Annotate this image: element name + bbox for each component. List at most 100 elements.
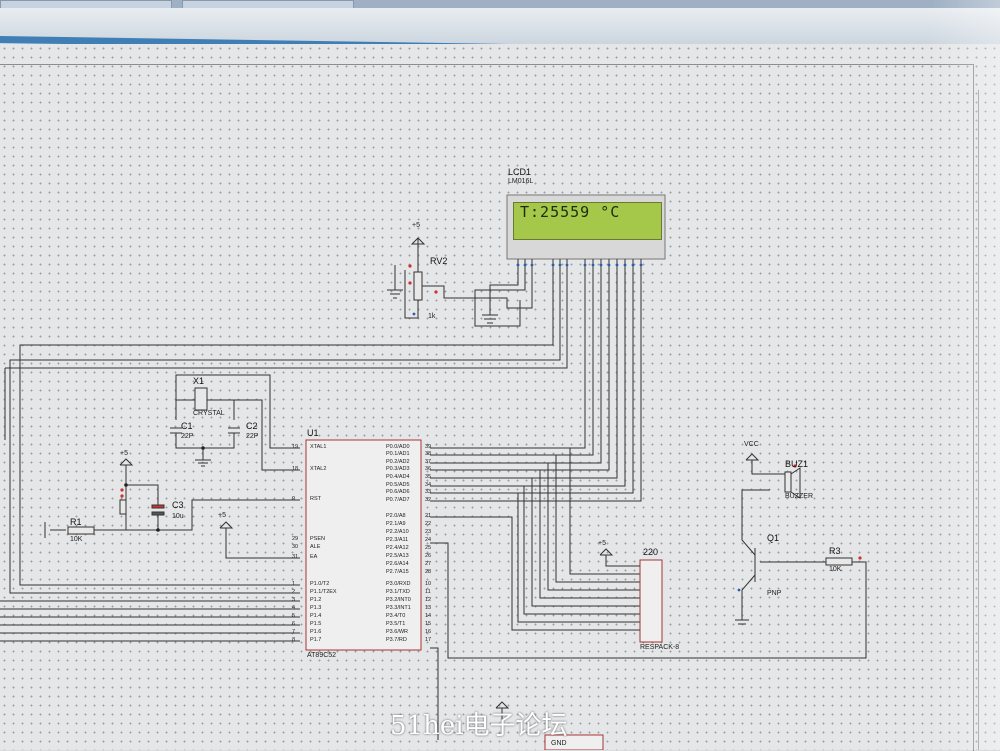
mcu-pin-name: P0.5/AD5 — [386, 482, 410, 488]
mcu-pin-number: 3 — [292, 597, 296, 603]
mcu-pin-name: P1.2 — [310, 597, 322, 603]
r3-value: 10K — [829, 566, 842, 573]
mcu-pin-name: P3.6/WR — [386, 629, 409, 635]
mcu-pin-name: P1.6 — [310, 629, 322, 635]
mcu-pin-number: 16 — [425, 629, 432, 635]
mcu-pin-name: P0.0/AD0 — [386, 444, 410, 450]
r1-value: 10K — [70, 536, 83, 543]
mcu-pin-name: P0.3/AD3 — [386, 466, 410, 472]
mcu-pin-name: P1.3 — [310, 605, 322, 611]
respack-part: RESPACK-8 — [640, 644, 680, 651]
mcu-pin-number: 38 — [425, 451, 432, 457]
mcu-pin-name: P2.7/A15 — [386, 569, 409, 575]
buzzer-ref: BUZ1 — [785, 459, 809, 469]
mcu-pin-number: 1 — [292, 581, 296, 587]
mcu-pin-number: 31 — [292, 554, 299, 560]
c1-value: 22P — [181, 433, 194, 440]
lcd-display-text: T:25559 °C — [520, 203, 621, 221]
mcu-pin-number: 27 — [425, 561, 432, 567]
mcu-pin-number: 29 — [292, 536, 299, 542]
mcu-pin-number: 21 — [425, 513, 432, 519]
mcu-pin-number: 30 — [292, 544, 299, 550]
q1-type: PNP — [767, 590, 782, 597]
mcu-pin-number: 39 — [425, 444, 432, 450]
mcu-pin-number: 28 — [425, 569, 432, 575]
mcu-pin-name: P1.4 — [310, 613, 322, 619]
mcu-pin-name: P2.5/A13 — [386, 553, 409, 559]
sheet-right-edge — [978, 90, 979, 750]
mcu-pin-name: P1.7 — [310, 637, 322, 643]
crystal-ref: X1 — [193, 376, 205, 386]
mcu-pin-number: 22 — [425, 521, 432, 527]
sensor-gnd-pin: GND — [551, 740, 567, 747]
mcu-pin-name: P3.2/INT0 — [386, 597, 411, 603]
mcu-ref: U1 — [307, 428, 319, 438]
mcu-pin-number: 24 — [425, 537, 432, 543]
mcu-pin-name: P0.7/AD7 — [386, 497, 410, 503]
mcu-pin-number: 7 — [292, 629, 296, 635]
mcu-body — [305, 439, 422, 651]
mcu-pin-name: P0.6/AD6 — [386, 489, 410, 495]
mcu-pin-number: 19 — [292, 444, 299, 450]
mcu-pin-number: 32 — [425, 497, 432, 503]
mcu-pin-number: 34 — [425, 482, 432, 488]
lcd-model: LM016L — [508, 178, 534, 185]
sheet-border — [0, 64, 974, 751]
mcu-pin-number: 26 — [425, 553, 432, 559]
mcu-pin-number: 35 — [425, 474, 432, 480]
schematic-canvas[interactable] — [0, 44, 1000, 750]
mcu-pin-number: 12 — [425, 597, 432, 603]
mcu-pin-name: P2.2/A10 — [386, 529, 409, 535]
mcu-pin-name: P2.1/A9 — [386, 521, 406, 527]
mcu-pin-name: RST — [310, 496, 321, 502]
c3-ref: C3 — [172, 500, 184, 510]
mcu-pin-number: 36 — [425, 466, 432, 472]
mcu-pin-number: 18 — [292, 466, 299, 472]
c3-value: 10u — [172, 513, 184, 520]
mcu-pin-number: 10 — [425, 581, 432, 587]
watermark: 51hei电子论坛 — [390, 711, 568, 741]
lcd-screen — [513, 202, 662, 240]
c2-ref: C2 — [246, 421, 258, 431]
buzzer-part: BUZZER — [785, 493, 813, 500]
mcu-pin-name: P1.0/T2 — [310, 581, 330, 587]
mcu-pin-name: P3.4/T0 — [386, 613, 406, 619]
mcu-pin-name: XTAL1 — [310, 444, 327, 450]
c2-value: 22P — [246, 433, 259, 440]
mcu-pin-name: P0.2/AD2 — [386, 459, 410, 465]
rv2-value: 1k — [428, 313, 436, 320]
mcu-pin-name: P1.1/T2EX — [310, 589, 337, 595]
mcu-pin-name: P3.5/T1 — [386, 621, 406, 627]
q1-ref: Q1 — [767, 533, 780, 543]
mcu-pin-name: P3.0/RXD — [386, 581, 411, 587]
mcu-pin-name: P3.3/INT1 — [386, 605, 411, 611]
mcu-pin-number: 4 — [292, 605, 296, 611]
r3-ref: R3 — [829, 546, 841, 556]
mcu-pin-number: 37 — [425, 459, 432, 465]
mcu-pin-number: 15 — [425, 621, 432, 627]
mcu-pin-name: XTAL2 — [310, 466, 327, 472]
mcu-pin-number: 5 — [292, 613, 296, 619]
mcu-pin-number: 2 — [292, 589, 296, 595]
lcd-ref: LCD1 — [508, 167, 532, 177]
mcu-pin-number: 8 — [292, 637, 296, 643]
screen-glare — [930, 0, 1000, 750]
mcu-pin-name: P2.0/A8 — [386, 513, 406, 519]
mcu-pin-name: EA — [310, 554, 318, 560]
mcu-pin-number: 33 — [425, 489, 432, 495]
mcu-pin-number: 14 — [425, 613, 432, 619]
mcu-pin-name: P3.7/RD — [386, 637, 407, 643]
mcu-pin-name: P2.3/A11 — [386, 537, 409, 543]
mcu-pin-name: P0.4/AD4 — [386, 474, 410, 480]
mcu-pin-number: 23 — [425, 529, 432, 535]
lcd-pins — [517, 259, 642, 270]
crystal-type: CRYSTAL — [193, 410, 225, 417]
mcu-pin-name: P3.1/TXD — [386, 589, 410, 595]
mcu-pin-name: P1.5 — [310, 621, 322, 627]
mcu-pin-number: 11 — [425, 589, 431, 595]
mcu-pin-number: 6 — [292, 621, 296, 627]
mcu-pin-name: P2.4/A12 — [386, 545, 409, 551]
mcu-pin-number: 17 — [425, 637, 432, 643]
respack-supply: +5 — [598, 540, 606, 547]
